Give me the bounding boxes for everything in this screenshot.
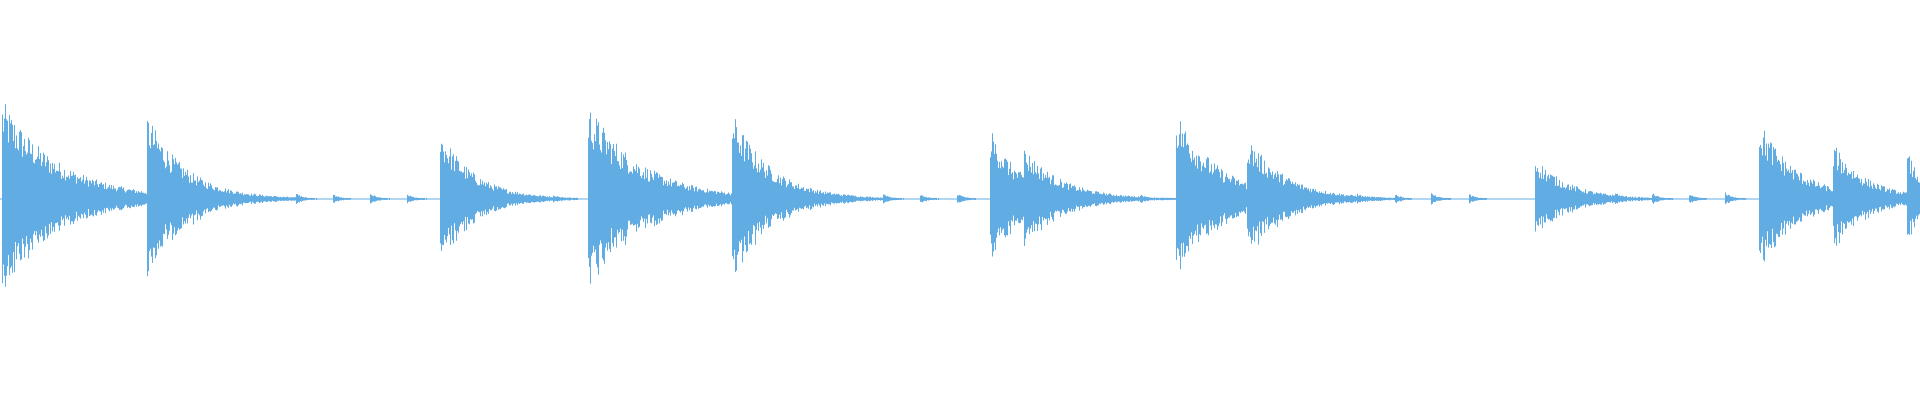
waveform-samples [2, 104, 1920, 287]
